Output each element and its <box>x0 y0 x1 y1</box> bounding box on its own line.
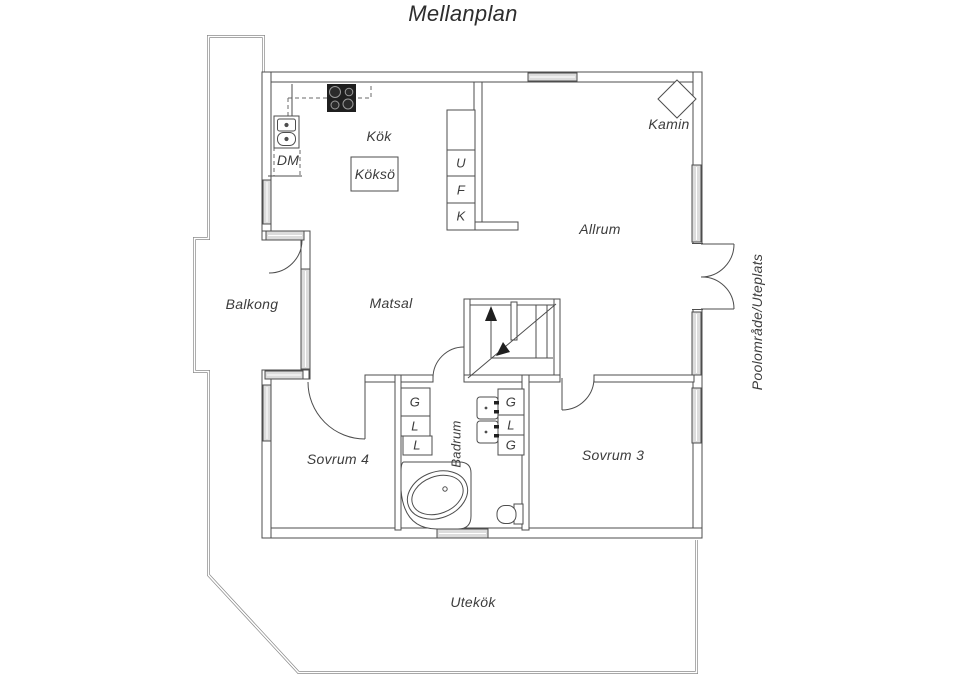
wall-kitchen-south <box>473 221 519 231</box>
wall-mid-2 <box>593 374 695 383</box>
washbasin-2 <box>476 420 499 444</box>
room-label-balcony: Balkong <box>225 296 279 312</box>
room-label-kitchen-island: Köksö <box>354 166 396 182</box>
closet-letter: G <box>505 437 517 453</box>
label-appliance-f: F <box>456 182 466 198</box>
room-label-dining: Matsal <box>369 295 413 311</box>
stairs-diagonal <box>467 303 557 379</box>
room-label-living: Allrum <box>579 221 621 237</box>
toilet-icon <box>496 503 524 525</box>
sink-icon <box>273 115 300 149</box>
fireplace-icon <box>657 79 697 119</box>
closet-letter: G <box>505 394 517 410</box>
room-label-bedroom3: Sovrum 3 <box>581 447 645 463</box>
window-midlines <box>266 76 697 534</box>
room-label-bathroom: Badrum <box>448 420 464 468</box>
label-pool-area: Poolområde/Uteplats <box>749 253 765 391</box>
stairs-wall-right <box>553 298 561 383</box>
bathtub-drain <box>442 486 448 492</box>
kitchen-island-box <box>350 156 399 192</box>
closet-letter: L <box>413 437 421 453</box>
east-door-opening <box>692 243 703 310</box>
room-label-outdoor-kitchen: Utekök <box>450 594 496 610</box>
bedroom3-door-arc <box>561 377 595 411</box>
french-door-arc-top <box>700 243 735 278</box>
kitchen-fixtures <box>268 84 476 231</box>
label-appliance-u: U <box>456 155 466 171</box>
page-title: Mellanplan <box>408 1 518 26</box>
french-door-arc-bottom <box>700 276 735 310</box>
bathroom-door-arc <box>432 346 465 379</box>
windows-layer <box>262 72 702 539</box>
appliance-column <box>446 109 476 231</box>
stove-burners <box>329 86 354 110</box>
stairs-wall-bottom <box>463 374 561 383</box>
stairs <box>467 301 557 379</box>
label-fireplace: Kamin <box>648 116 690 132</box>
stairs-down-arrow <box>496 342 510 356</box>
closet-right-G2 <box>497 434 525 456</box>
washbasin-1 <box>476 396 499 420</box>
stairs-rail <box>510 301 518 341</box>
balcony-door-arc <box>268 239 303 274</box>
wall-bedroom4-east <box>394 374 402 531</box>
walls-layer <box>261 71 703 539</box>
closet-letter: G <box>409 394 421 410</box>
terrace-outline <box>193 35 698 674</box>
stairs-up-arrow <box>485 306 497 321</box>
bathtub-basin <box>406 470 469 520</box>
closets-layer <box>400 387 525 456</box>
room-label-bedroom4: Sovrum 4 <box>306 451 370 467</box>
closet-left-G <box>400 387 431 417</box>
label-appliance-k: K <box>456 208 466 224</box>
closet-right-G1 <box>497 388 525 416</box>
closet-letter: L <box>507 417 515 433</box>
closet-left-L2 <box>402 435 433 456</box>
doors-layer <box>268 239 735 440</box>
closet-letter: L <box>411 418 419 434</box>
stairs-wall-left <box>463 298 471 383</box>
bedroom4-door-arc <box>307 381 366 440</box>
label-dishwasher: DM <box>276 152 300 168</box>
room-label-kitchen: Kök <box>366 128 392 144</box>
bathroom-fixtures <box>400 396 524 530</box>
wall-west-bedroom4 <box>261 369 272 539</box>
wall-north <box>261 71 703 83</box>
